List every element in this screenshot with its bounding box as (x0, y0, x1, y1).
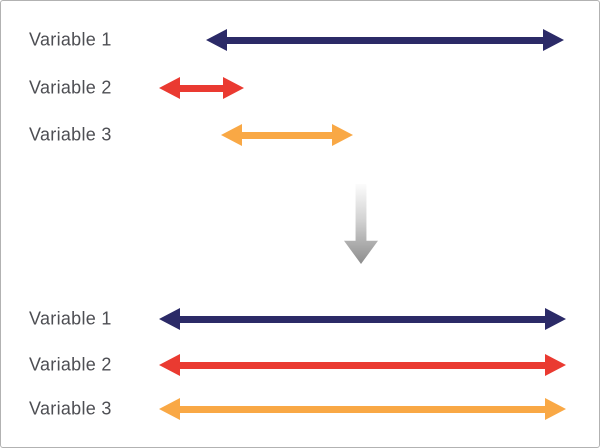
arrowhead-right-icon (545, 354, 566, 376)
arrowhead-right-icon (332, 124, 353, 146)
arrowhead-left-icon (159, 308, 180, 330)
arrowhead-right-icon (545, 398, 566, 420)
label-after-variable-2: Variable 2 (29, 354, 112, 375)
range-arrow-after-variable-1 (159, 308, 566, 330)
arrow-shaft (178, 84, 225, 92)
arrowhead-left-icon (159, 398, 180, 420)
range-arrow-before-variable-1 (206, 29, 564, 51)
label-after-variable-1: Variable 1 (29, 308, 112, 329)
arrowhead-right-icon (223, 77, 244, 99)
arrowhead-right-icon (543, 29, 564, 51)
arrowhead-left-icon (206, 29, 227, 51)
arrowhead-left-icon (159, 77, 180, 99)
label-before-variable-2: Variable 2 (29, 77, 112, 98)
normalize-down-arrow-icon (344, 184, 378, 264)
arrowhead-right-icon (545, 308, 566, 330)
range-arrow-after-variable-3 (159, 398, 566, 420)
arrow-shaft (240, 131, 334, 139)
range-arrow-after-variable-2 (159, 354, 566, 376)
arrowhead-left-icon (159, 354, 180, 376)
arrow-shaft (178, 361, 547, 369)
range-arrow-before-variable-2 (159, 77, 244, 99)
arrow-shaft (178, 405, 547, 413)
arrow-shaft (178, 315, 547, 323)
arrowhead-left-icon (221, 124, 242, 146)
arrow-shaft (225, 36, 545, 44)
range-arrow-before-variable-3 (221, 124, 353, 146)
label-before-variable-1: Variable 1 (29, 29, 112, 50)
label-after-variable-3: Variable 3 (29, 398, 112, 419)
label-before-variable-3: Variable 3 (29, 124, 112, 145)
